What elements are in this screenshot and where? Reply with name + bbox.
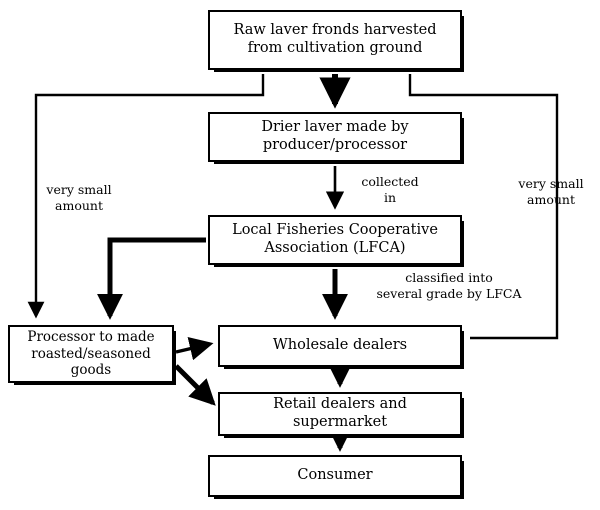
node-lfca-label: Local Fisheries Cooperative Association … xyxy=(232,222,438,256)
edge-label-very-small-amount-right: very small amount xyxy=(518,176,584,207)
edge-label-classified-by-lfca: classified into several grade by LFCA xyxy=(376,270,522,301)
node-processor[interactable]: Processor to made roasted/seasoned goods xyxy=(8,325,176,385)
node-lfca[interactable]: Local Fisheries Cooperative Association … xyxy=(208,215,464,267)
node-retail-dealers[interactable]: Retail dealers and supermarket xyxy=(218,392,464,438)
edge-processor-to-wholesale xyxy=(175,337,214,361)
edge-processor-to-retail xyxy=(174,364,216,406)
node-drier-laver[interactable]: Drier laver made by producer/processor xyxy=(208,112,464,164)
node-consumer-label: Consumer xyxy=(297,467,373,484)
edge-lfca-to-processor xyxy=(97,237,206,320)
node-raw-laver-fronds-label: Raw laver fronds harvested from cultivat… xyxy=(233,22,437,56)
edge-raw-to-wholesale xyxy=(408,74,559,340)
node-consumer[interactable]: Consumer xyxy=(208,455,464,499)
node-retail-dealers-label: Retail dealers and supermarket xyxy=(273,396,407,430)
node-wholesale-dealers-label: Wholesale dealers xyxy=(272,337,408,354)
node-raw-laver-fronds[interactable]: Raw laver fronds harvested from cultivat… xyxy=(208,10,464,72)
node-wholesale-dealers[interactable]: Wholesale dealers xyxy=(218,325,464,369)
edge-label-collected-in: collected in xyxy=(361,174,419,205)
edge-raw-to-processor xyxy=(27,74,265,319)
node-processor-label: Processor to made roasted/seasoned goods xyxy=(27,329,155,379)
node-drier-laver-label: Drier laver made by producer/processor xyxy=(261,119,409,153)
edge-label-very-small-amount-left: very small amount xyxy=(46,182,112,213)
